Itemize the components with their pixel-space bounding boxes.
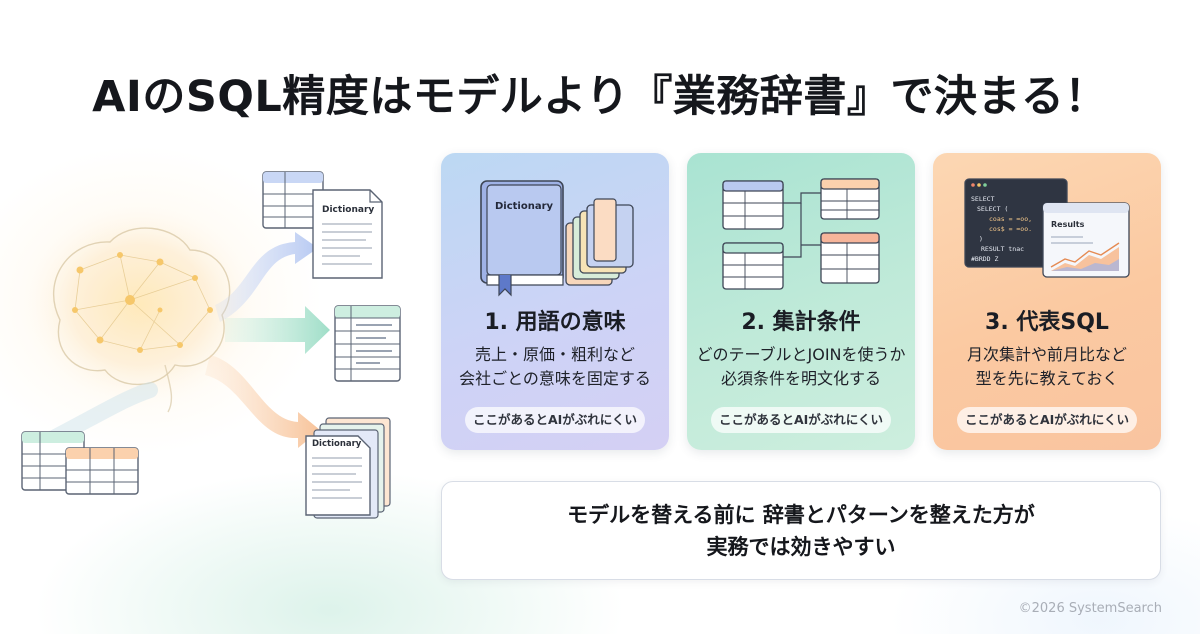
svg-text:SELECT: SELECT bbox=[971, 195, 995, 203]
card-description: 売上・原価・粗利など 会社ごとの意味を固定する bbox=[459, 345, 651, 388]
card-description: 月次集計や前月比など 型を先に教えておく bbox=[966, 345, 1127, 388]
svg-text:Dictionary: Dictionary bbox=[312, 439, 362, 449]
svg-text:): ) bbox=[979, 235, 983, 243]
sql-editor-results-icon: SELECT SELECT ( coas = ≈oo, cos$ = ≈oo. … bbox=[964, 178, 1130, 278]
svg-text:RESULT tnac: RESULT tnac bbox=[981, 245, 1024, 253]
card-representative-sql: SELECT SELECT ( coas = ≈oo, cos$ = ≈oo. … bbox=[933, 153, 1161, 450]
card-title: 3. 代表SQL bbox=[985, 310, 1109, 335]
card-title: 2. 集計条件 bbox=[741, 310, 861, 335]
dictionary-book-icon: Dictionary bbox=[480, 180, 634, 297]
document-stack-icon: Dictionary bbox=[305, 417, 391, 519]
card-aggregation-conditions: 2. 集計条件 どのテーブルとJOINを使うか 必須条件を明文化する ここがある… bbox=[687, 153, 915, 450]
arrow-to-table bbox=[225, 306, 330, 354]
card-badge: ここがあるとAIがぶれにくい bbox=[465, 407, 645, 433]
callout-line-2: 実務では効きやすい bbox=[706, 535, 896, 559]
conclusion-callout: モデルを替える前に 辞書とパターンを整えた方が 実務では効きやすい bbox=[441, 481, 1161, 580]
page-title: AIのSQL精度はモデルより『業務辞書』で決まる！ bbox=[92, 72, 1108, 122]
card-badge: ここがあるとAIがぶれにくい bbox=[711, 407, 891, 433]
schema-table-icon bbox=[334, 305, 401, 382]
svg-text:coas = ≈oo,: coas = ≈oo, bbox=[989, 215, 1032, 223]
svg-text:cos$ = ≈oo.: cos$ = ≈oo. bbox=[989, 225, 1032, 233]
svg-text:Dictionary: Dictionary bbox=[322, 205, 374, 215]
card-description: どのテーブルとJOINを使うか 必須条件を明文化する bbox=[696, 345, 906, 388]
card-title: 1. 用語の意味 bbox=[484, 310, 626, 335]
table-join-icon bbox=[722, 178, 880, 290]
source-tables-icon bbox=[21, 431, 139, 495]
arrow-to-documents bbox=[205, 355, 320, 448]
copyright-text: ©2026 SystemSearch bbox=[1018, 601, 1162, 616]
callout-line-1: モデルを替える前に 辞書とパターンを整えた方が bbox=[567, 503, 1035, 527]
dictionary-document-icon: Dictionary bbox=[312, 189, 383, 279]
svg-text:Results: Results bbox=[1051, 220, 1085, 229]
card-badge: ここがあるとAIがぶれにくい bbox=[957, 407, 1137, 433]
card-term-meaning: Dictionary 1. 用語の意味 売上・原価・粗利など 会社ごとの意味を固… bbox=[441, 153, 669, 450]
svg-text:SELECT (: SELECT ( bbox=[977, 205, 1008, 213]
arrow-to-dictionary bbox=[215, 232, 318, 322]
svg-text:#BRDD Z: #BRDD Z bbox=[971, 255, 998, 263]
brain-flow-illustration: Dictionary Dictionary bbox=[15, 171, 401, 519]
svg-text:Dictionary: Dictionary bbox=[495, 201, 554, 212]
